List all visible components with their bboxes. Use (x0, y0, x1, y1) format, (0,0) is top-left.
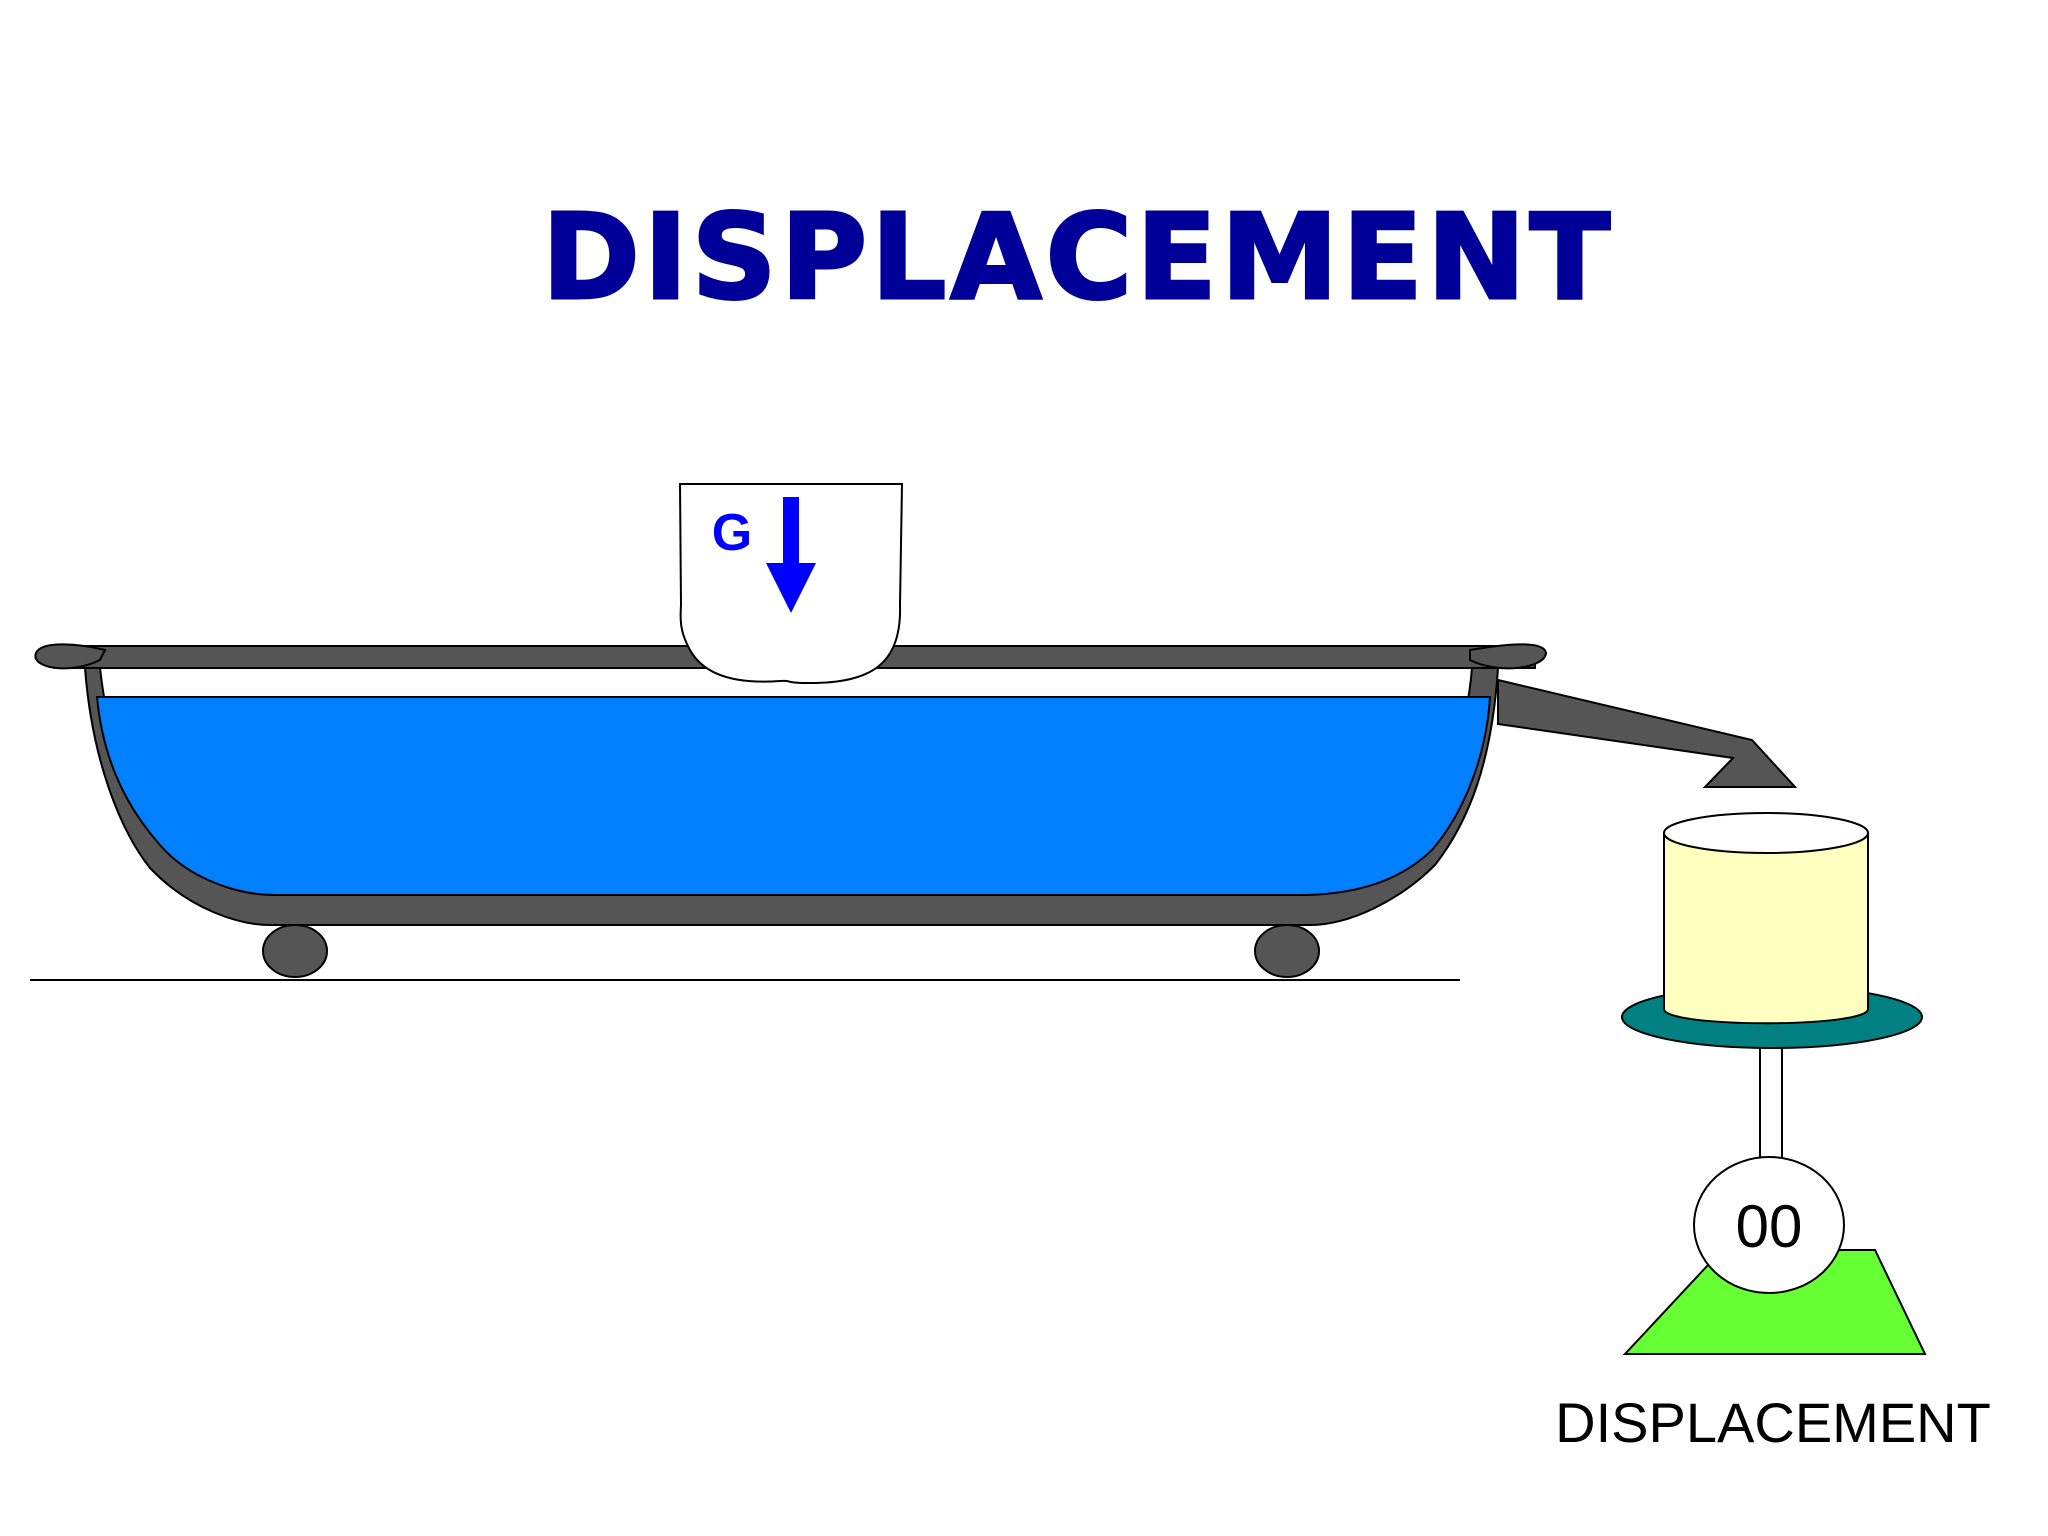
scale-stem (1759, 1047, 1783, 1159)
gravity-label: G (712, 504, 752, 562)
tub-wheel-right (1254, 924, 1320, 978)
scale-caption: DISPLACEMENT (1555, 1391, 1991, 1454)
gravity-arrow-icon (766, 497, 816, 613)
scale-reading: 00 (1736, 1193, 1803, 1260)
tub-wheel-left (262, 924, 328, 978)
bathtub (34, 643, 1798, 978)
slide-title: DISPLACEMENT (542, 188, 1614, 326)
collection-beaker (1663, 812, 1869, 1025)
floating-block: G (678, 483, 904, 685)
weighing-scale: 00 DISPLACEMENT (1555, 812, 1991, 1454)
tub-rim-left-cap (34, 643, 107, 670)
scale-dial (1693, 1156, 1845, 1294)
tub-rim-right-cap (1469, 643, 1548, 670)
bath-water (95, 696, 1492, 896)
overflow-spout (1497, 678, 1798, 788)
